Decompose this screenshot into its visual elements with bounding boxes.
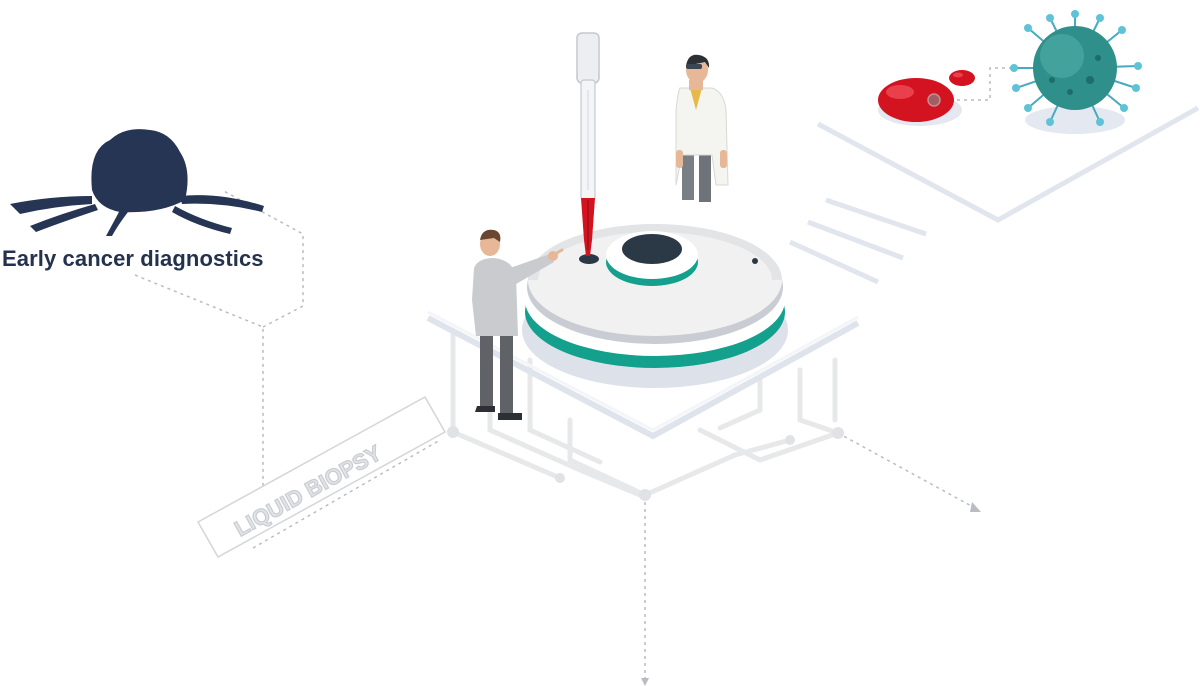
arrow-right-down-icon: [970, 502, 981, 512]
platform-steps: [788, 105, 1200, 285]
pipette-icon: [576, 32, 600, 256]
arrow-down-icon: [641, 678, 649, 686]
scientist-figure: [675, 54, 729, 202]
tumor-icon: [10, 129, 264, 236]
analyst-figure: [472, 229, 564, 420]
virus-cell-icon: [1010, 10, 1142, 134]
circuit-nodes: [447, 426, 844, 501]
liquid-biopsy-tag: LIQUID BIOPSY: [196, 395, 447, 559]
early-cancer-diagnostics-label: Early cancer diagnostics: [2, 246, 264, 271]
blood-drop-icon: [878, 70, 975, 126]
connector-lines: [134, 67, 1010, 678]
